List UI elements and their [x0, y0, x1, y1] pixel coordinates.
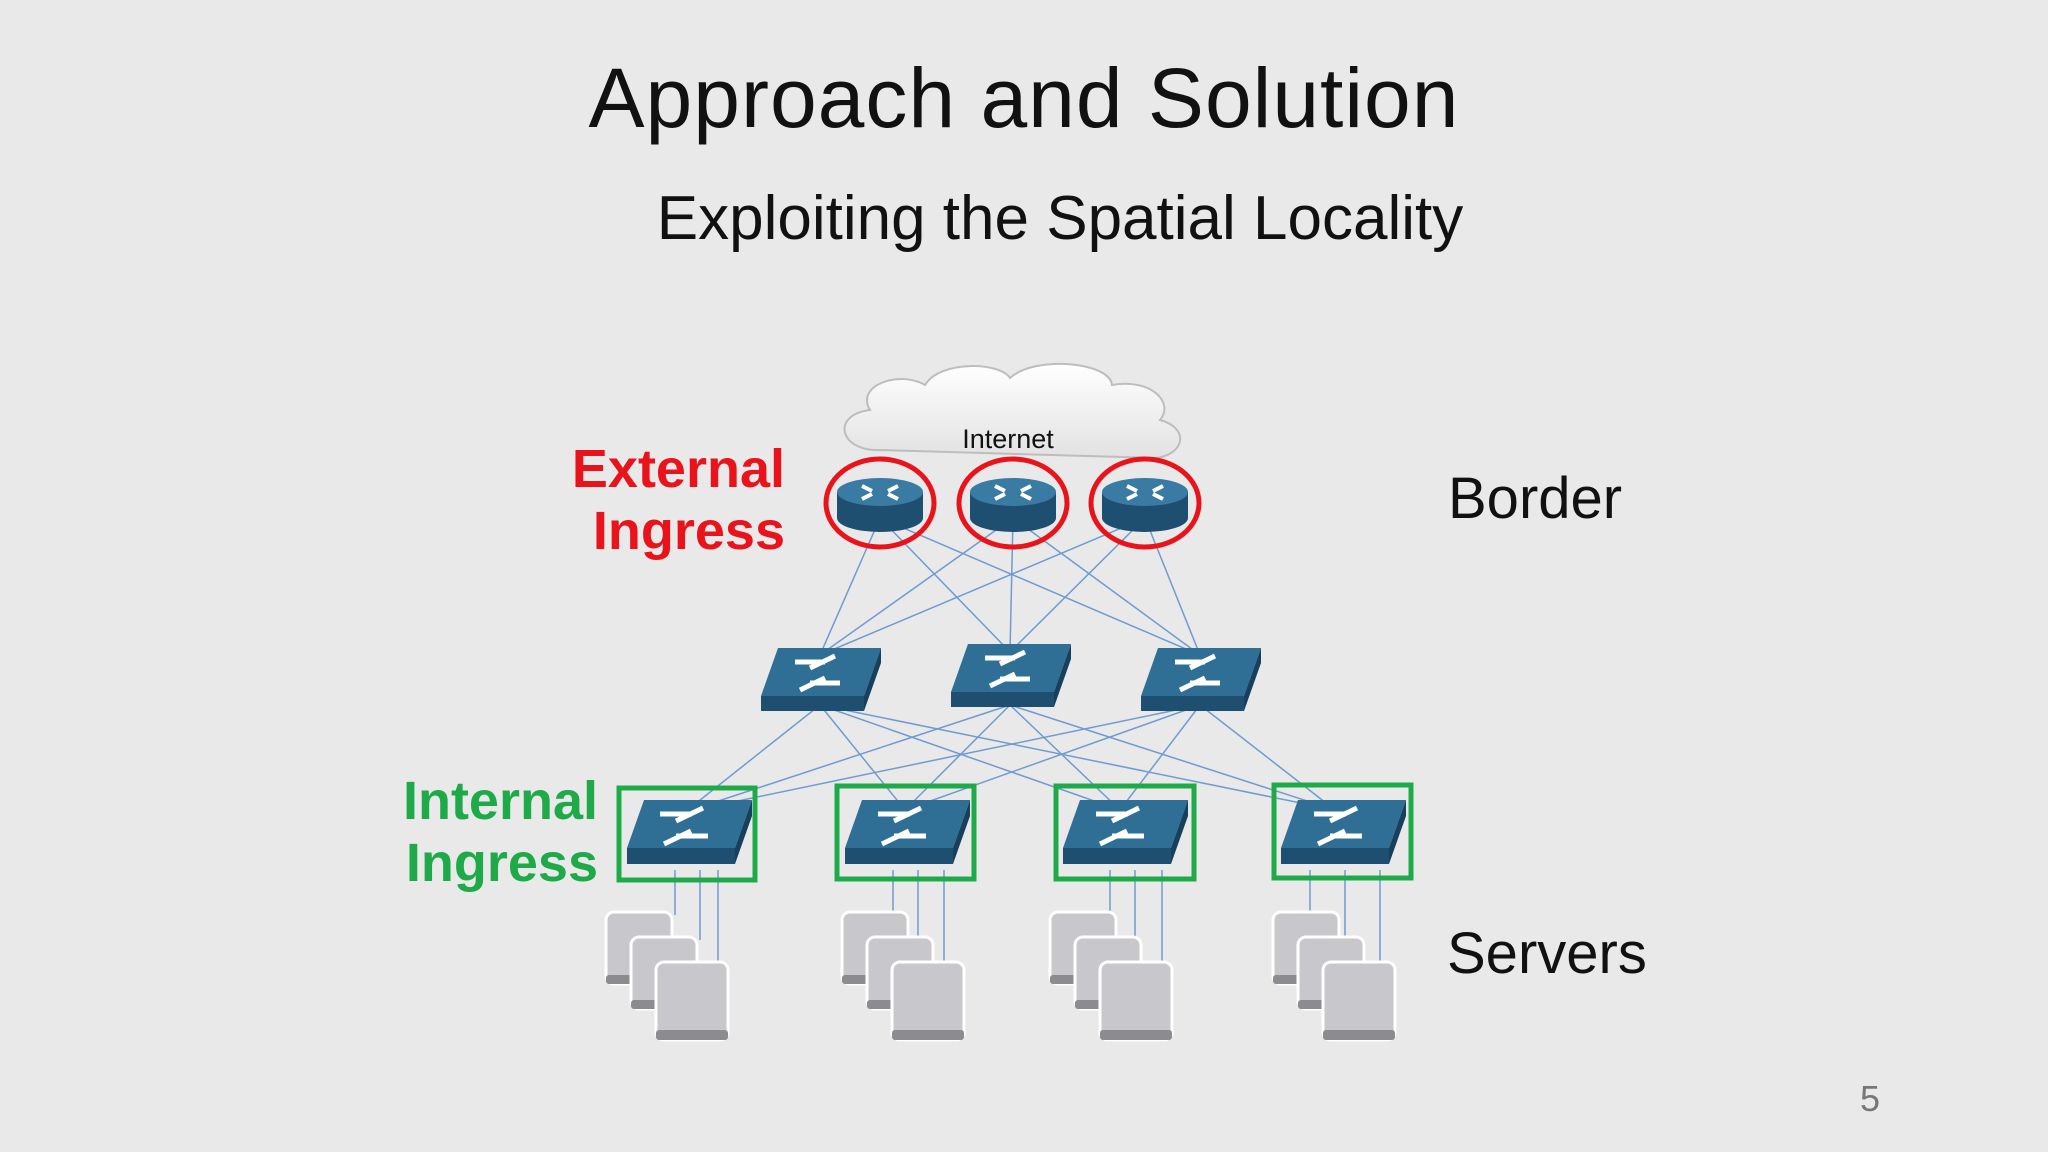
router-icon: [823, 456, 937, 550]
server-stack: [840, 910, 966, 1042]
internal-ingress-label: Internal Ingress: [380, 770, 598, 894]
switch-icon: [616, 785, 758, 883]
border-routers: [823, 456, 1202, 550]
router-icon: [956, 456, 1070, 550]
border-tier-label: Border: [1448, 466, 1623, 531]
server-links: [674, 870, 1381, 965]
server-stack: [604, 910, 730, 1042]
server-icon: [1098, 960, 1174, 1042]
internal-ingress-line2: Ingress: [405, 833, 598, 893]
server-stack: [1048, 910, 1174, 1042]
switch-icon: [1053, 783, 1197, 882]
switch-icon: [1141, 648, 1261, 711]
server-icon: [1321, 960, 1397, 1042]
external-ingress-label: External Ingress: [520, 438, 785, 562]
edge-switches: [616, 782, 1414, 883]
internet-label: Internet: [962, 424, 1054, 454]
switch-icon: [951, 644, 1071, 707]
slide-subtitle: Exploiting the Spatial Locality: [656, 184, 1464, 253]
servers-tier-label: Servers: [1447, 921, 1647, 986]
switch-icon: [761, 648, 881, 711]
server-stacks: [604, 910, 1397, 1042]
aggregation-switches: [761, 644, 1261, 711]
internal-ingress-line1: Internal: [402, 771, 598, 831]
page-number: 5: [1860, 1078, 1881, 1119]
external-ingress-line1: External: [571, 439, 785, 499]
border-links: [819, 517, 1201, 656]
cloud-icon: Internet: [843, 362, 1181, 460]
external-ingress-line2: Ingress: [592, 501, 785, 561]
aggregation-links: [684, 704, 1336, 813]
router-icon: [1088, 456, 1202, 550]
server-icon: [654, 960, 730, 1042]
switch-icon: [834, 783, 977, 882]
switch-icon: [1271, 782, 1414, 881]
server-stack: [1271, 910, 1397, 1042]
slide-title: Approach and Solution: [588, 51, 1460, 145]
server-icon: [890, 960, 966, 1042]
